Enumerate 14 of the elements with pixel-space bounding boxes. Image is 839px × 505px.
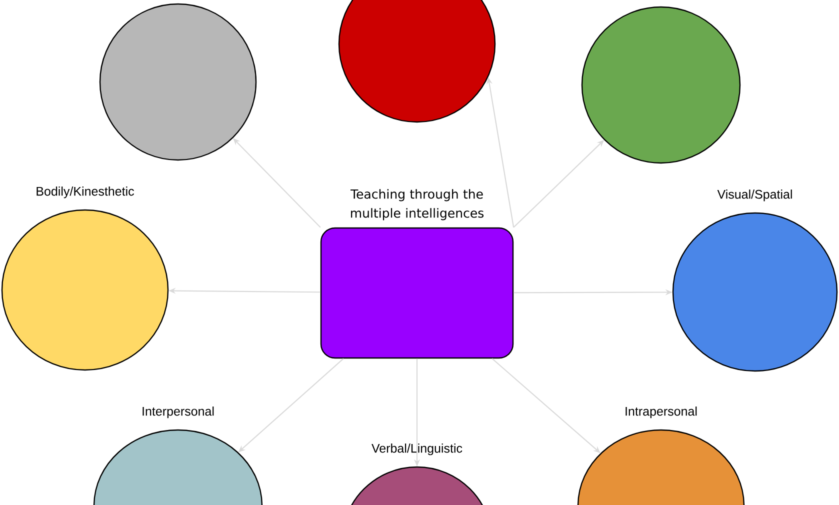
circle-node: Verbal/Linguistic	[341, 442, 493, 505]
node-label: Intrapersonal	[626, 406, 697, 418]
node-label: Visual/Spatial	[717, 190, 792, 202]
node-label: Interpersonal	[142, 406, 214, 418]
process-box: Teaching through the multiple intelligences	[320, 188, 514, 359]
node-label: Bodily/Kinesthetic	[36, 186, 134, 198]
circle-node: Visual/Spatial	[672, 188, 838, 372]
node-label: Teaching through the multiple intelligences	[350, 189, 484, 220]
circle-node: Intrapersonal	[577, 406, 745, 505]
circle-node	[581, 6, 741, 164]
circle-node: Bodily/Kinesthetic	[1, 186, 169, 371]
circle-node: Interpersonal	[93, 406, 263, 505]
node-label: Verbal/Linguistic	[372, 444, 462, 456]
circle-node	[99, 3, 257, 161]
